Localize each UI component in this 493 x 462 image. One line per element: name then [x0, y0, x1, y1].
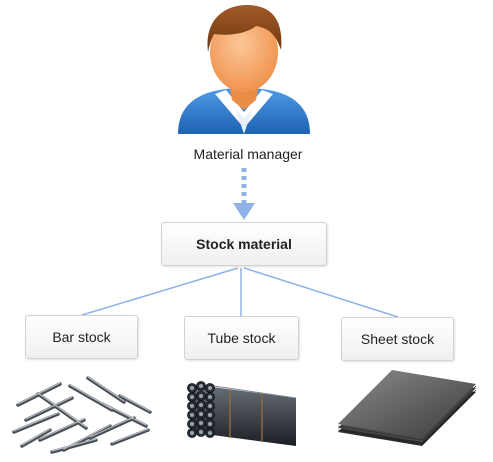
bar-stock-image — [12, 376, 152, 454]
manager-to-stock-arrow — [233, 168, 255, 220]
tree-connectors — [81, 267, 399, 318]
person-avatar-icon — [178, 5, 310, 134]
tube-stock-label: Tube stock — [207, 330, 276, 346]
tube-stock-node[interactable]: Tube stock — [184, 316, 299, 360]
material-manager-label: Material manager — [193, 146, 303, 162]
bar-stock-label: Bar stock — [52, 329, 111, 345]
sheet-stock-node[interactable]: Sheet stock — [341, 317, 454, 361]
sheet-stock-label: Sheet stock — [360, 331, 435, 347]
bar-stock-node[interactable]: Bar stock — [25, 315, 138, 359]
stock-material-label: Stock material — [196, 236, 292, 252]
tube-stock-image — [187, 381, 297, 446]
sheet-stock-image — [337, 370, 477, 446]
stock-material-node[interactable]: Stock material — [161, 222, 327, 266]
